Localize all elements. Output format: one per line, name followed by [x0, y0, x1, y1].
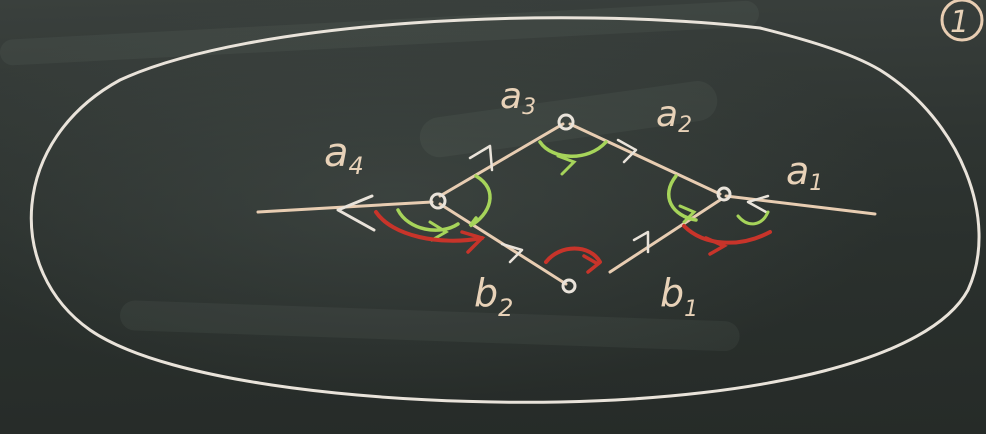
green-arc	[666, 174, 698, 222]
enclosing-ellipse	[29, 16, 981, 404]
edge-a3-a2	[568, 122, 722, 196]
label-a2: a2	[656, 94, 692, 138]
green-arc	[396, 208, 460, 232]
vertex-a4	[429, 192, 447, 210]
vertex-a3	[557, 113, 575, 131]
arrow-head-icon	[616, 138, 638, 164]
label-b2: b2	[474, 271, 513, 322]
green-arc	[468, 174, 492, 228]
arrow-head-icon	[468, 144, 494, 172]
green-arc	[736, 210, 770, 226]
arrow-head-icon	[746, 194, 770, 214]
page-number-circle	[940, 0, 984, 42]
red-arc	[460, 230, 486, 254]
label-b1: b1	[660, 271, 698, 322]
green-arc	[678, 204, 697, 224]
arrow-head-icon	[632, 230, 650, 254]
vertex-a1	[716, 186, 732, 202]
arrow-head-icon	[500, 242, 524, 264]
label-a1: a1	[786, 149, 823, 196]
label-a3: a3	[500, 76, 536, 120]
edge-a1-right	[724, 194, 877, 216]
edge-a4-a3	[438, 122, 565, 198]
red-arc	[682, 224, 772, 245]
arrow-head-icon	[336, 194, 376, 232]
red-arc	[582, 254, 602, 274]
page-number: 1	[950, 5, 969, 40]
vertex-b2	[561, 278, 577, 294]
red-arc	[544, 246, 602, 264]
green-arc	[538, 140, 608, 158]
red-arc	[374, 210, 484, 243]
red-arc	[704, 236, 728, 256]
green-arc	[556, 154, 577, 176]
edge-b1-a1	[608, 198, 722, 274]
label-a4: a4	[324, 130, 364, 180]
green-arc	[428, 220, 449, 242]
